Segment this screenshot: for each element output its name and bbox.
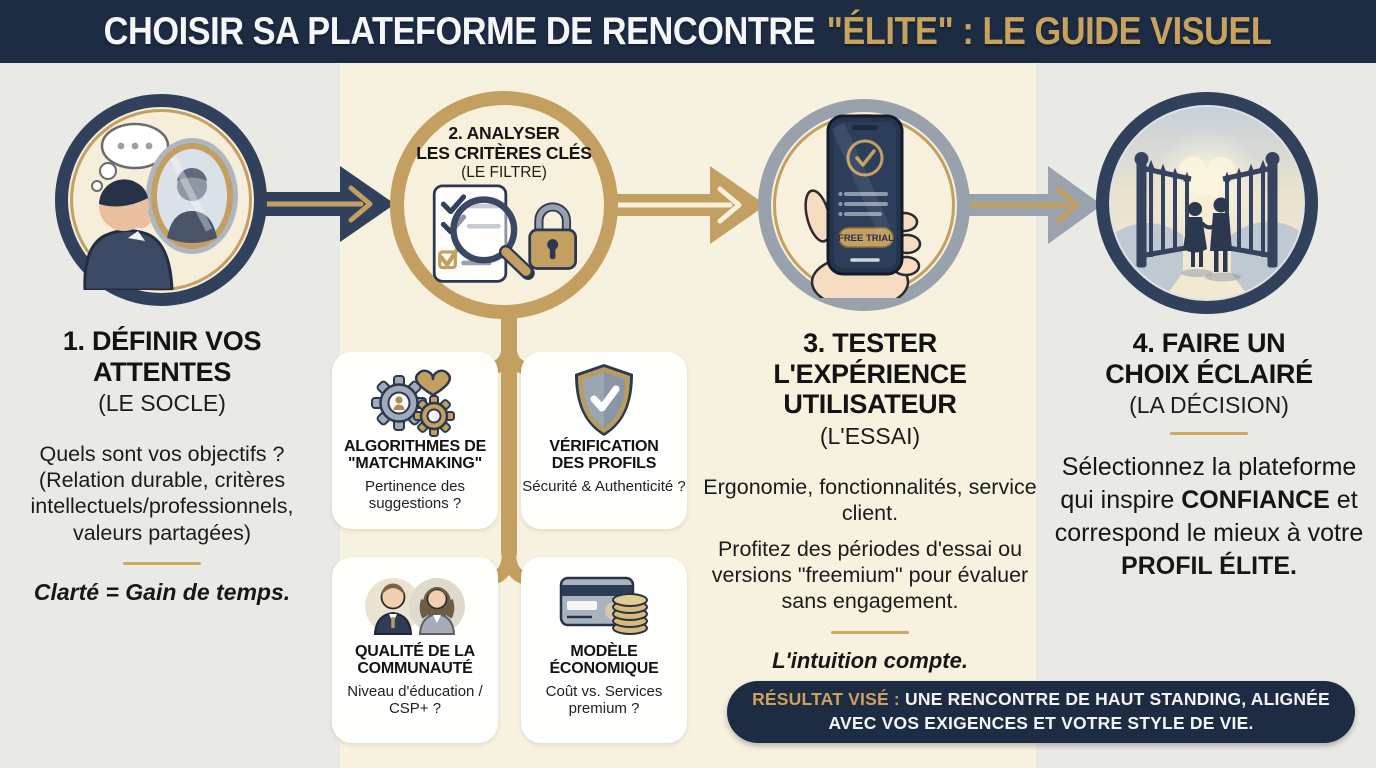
step2-subtitle: (LE FILTRE): [461, 164, 547, 182]
step1-divider: [123, 561, 201, 565]
gates-couple-icon: [1111, 107, 1303, 299]
step4-circle: [1096, 92, 1318, 314]
step1-note: Clarté = Gain de temps.: [33, 578, 291, 605]
page-title-accent: "ÉLITE" : LE GUIDE VISUEL: [827, 9, 1272, 53]
step2-title-line1: 2. ANALYSER: [448, 123, 560, 143]
card-title-line2: ÉCONOMIQUE: [549, 660, 659, 678]
step3-divider: [831, 630, 909, 634]
step3-text-block: 3. TESTER L'EXPÉRIENCE UTILISATEUR (L'ES…: [700, 328, 1040, 674]
woman-avatar: [418, 587, 456, 635]
man-mirror-icon: [83, 122, 238, 290]
criteria-card-matchmaking: ALGORITHMES DE "MATCHMAKING" Pertinence …: [332, 352, 498, 529]
arrow-step1-to-step2-icon: [243, 166, 395, 242]
step3-title-line1: 3. TESTER: [803, 328, 937, 358]
smartphone-icon: FREE TRIAL: [826, 114, 904, 276]
step1-title-line2: ATTENTES: [92, 356, 232, 387]
result-banner-body: UNE RENCONTRE DE HAUT STANDING, ALIGNÉE …: [828, 689, 1330, 733]
result-banner-text: RÉSULTAT VISÉ : UNE RENCONTRE DE HAUT ST…: [751, 688, 1331, 735]
page-title-main: CHOISIR SA PLATEFORME DE RENCONTRE: [104, 9, 816, 53]
mirror-icon: [146, 138, 238, 254]
step2-title-line2: LES CRITÈRES CLÉS: [416, 142, 592, 163]
step4-text-block: 4. FAIRE UN CHOIX ÉCLAIRÉ (LA DÉCISION) …: [1051, 328, 1367, 583]
thought-bubble-icon: [91, 122, 170, 192]
step1-body1: Quels sont vos objectifs ?: [39, 442, 285, 466]
arrow-step2-to-step3-icon: [608, 166, 766, 244]
checklist-magnifier-lock-icon: [432, 184, 577, 283]
step2-circle: 2. ANALYSER LES CRITÈRES CLÉS (LE FILTRE…: [390, 91, 618, 319]
card-title-line1: MODÈLE: [570, 643, 638, 660]
man-avatar: [373, 583, 413, 635]
free-trial-label: FREE TRIAL: [838, 233, 894, 244]
header-bar: CHOISIR SA PLATEFORME DE RENCONTRE "ÉLIT…: [0, 0, 1376, 63]
step4-title-line2: CHOIX ÉCLAIRÉ: [1105, 358, 1313, 389]
criteria-card-verification: VÉRIFICATION DES PROFILS Sécurité & Auth…: [521, 352, 687, 529]
step1-subtitle: (LE SOCLE): [98, 390, 226, 416]
criteria-card-community: QUALITÉ DE LA COMMUNAUTÉ Niveau d'éducat…: [332, 557, 498, 743]
shield-check-icon: [521, 362, 687, 438]
professional-couple-icon: [332, 567, 498, 643]
card-subtitle: Sécurité & Authenticité ?: [522, 477, 686, 495]
step4-title-line1: 4. FAIRE UN: [1132, 328, 1286, 358]
card-title-line1: VÉRIFICATION: [549, 438, 659, 455]
result-banner: RÉSULTAT VISÉ : UNE RENCONTRE DE HAUT ST…: [727, 681, 1355, 743]
card-title-line1: QUALITÉ DE LA: [354, 643, 476, 660]
step3-note: L'intuition compte.: [772, 647, 968, 673]
step3-circle: FREE TRIAL: [758, 99, 970, 311]
step1-text-block: 1. DÉFINIR VOS ATTENTES (LE SOCLE) Quels…: [8, 326, 316, 606]
page-title: CHOISIR SA PLATEFORME DE RENCONTRE "ÉLIT…: [104, 10, 1272, 54]
credit-card-coins-icon: [521, 567, 687, 643]
step4-body-bold1: CONFIANCE: [1181, 486, 1330, 514]
card-title-line2: COMMUNAUTÉ: [357, 660, 473, 678]
step1-body2: (Relation durable, critères intellectuel…: [30, 468, 294, 545]
padlock-icon: [528, 202, 577, 271]
criteria-card-pricing: MODÈLE ÉCONOMIQUE Coût vs. Services prem…: [521, 557, 687, 743]
step4-body-pre: Sélectionnez la plateforme qui inspire: [1060, 453, 1357, 514]
step4-body-mid: et correspond le mieux à votre: [1054, 486, 1364, 547]
thinking-person: [83, 179, 174, 290]
step4-body-bold2: PROFIL ÉLITE.: [1121, 552, 1297, 580]
magnifier-icon: [450, 196, 535, 281]
card-subtitle: Pertinence des suggestions ?: [364, 477, 466, 513]
gears-heart-icon: [332, 362, 498, 438]
step3-body1: Ergonomie, fonctionnalités, service clie…: [703, 474, 1037, 525]
hand-phone-icon: FREE TRIAL: [804, 114, 922, 298]
heart-glow-icon: [1179, 157, 1235, 203]
step3-subtitle: (L'ESSAI): [819, 422, 921, 449]
step3-title-line2: L'EXPÉRIENCE: [773, 358, 967, 389]
step4-body: Sélectionnez la plateforme qui inspire C…: [1051, 451, 1367, 583]
card-title-line1: ALGORITHMES DE: [343, 438, 487, 455]
card-title-line2: "MATCHMAKING": [347, 455, 483, 473]
arrow-step3-to-step4-icon: [960, 166, 1102, 244]
step3-body2: Profitez des périodes d'essai ou version…: [711, 536, 1029, 614]
card-title-line2: DES PROFILS: [551, 455, 657, 473]
step4-subtitle: (LA DÉCISION): [1129, 392, 1289, 418]
free-trial-button[interactable]: [838, 227, 894, 248]
card-subtitle: Niveau d'éducation / CSP+ ?: [347, 682, 483, 718]
step4-divider: [1170, 432, 1248, 435]
step1-circle: [55, 94, 267, 306]
step1-title-line1: 1. DÉFINIR VOS: [62, 326, 262, 356]
step3-title-line3: UTILISATEUR: [783, 389, 957, 419]
result-banner-label: RÉSULTAT VISÉ :: [752, 689, 900, 710]
card-subtitle: Coût vs. Services premium ?: [545, 682, 663, 718]
couple-silhouette-icon: [1183, 197, 1232, 272]
